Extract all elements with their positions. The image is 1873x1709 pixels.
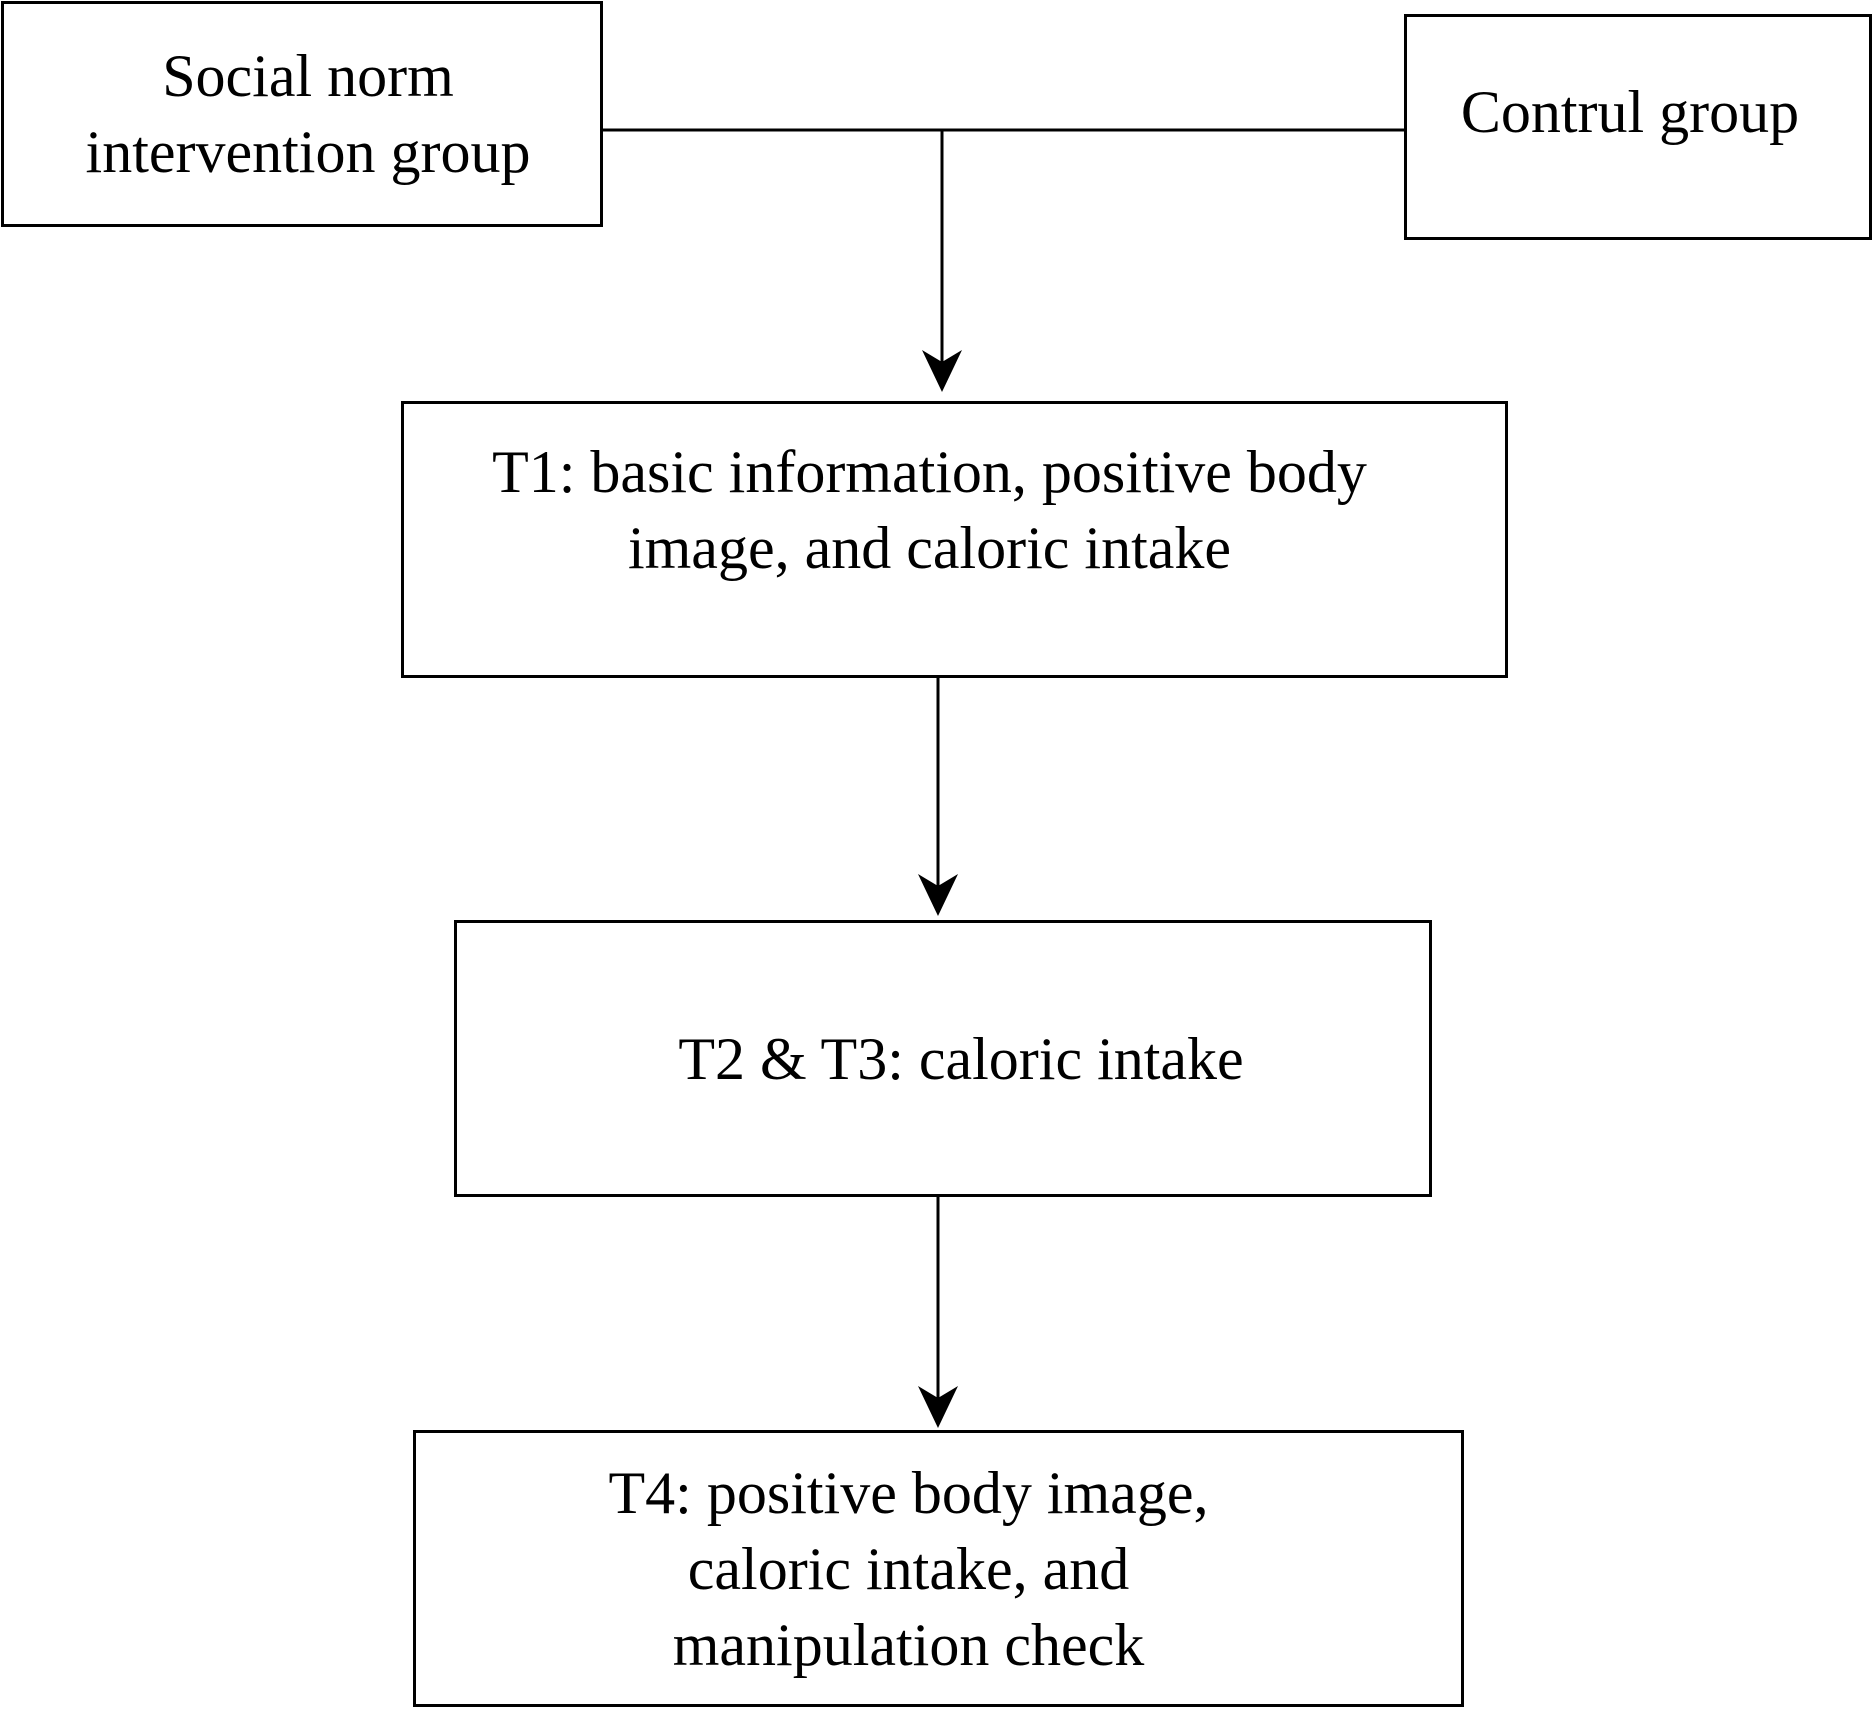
arrow-head-t2t3 xyxy=(918,874,958,916)
t2-t3-label: T2 & T3: caloric intake xyxy=(678,1025,1244,1092)
arrow-head-t4 xyxy=(918,1386,958,1428)
t1-box: T1: basic information, positive body ima… xyxy=(401,401,1508,678)
arrow-head-t1 xyxy=(922,350,962,392)
t4-label: T4: positive body image, caloric intake,… xyxy=(608,1459,1209,1678)
control-group-label: Contrul group xyxy=(1460,79,1800,145)
intervention-group-box: Social norm intervention group xyxy=(1,1,603,227)
t4-box: T4: positive body image, caloric intake,… xyxy=(413,1430,1464,1707)
t2-t3-box: T2 & T3: caloric intake xyxy=(454,920,1432,1197)
intervention-group-label: Social norm intervention group xyxy=(85,43,531,185)
t1-label: T1: basic information, positive body ima… xyxy=(492,438,1367,581)
control-group-box: Contrul group xyxy=(1404,14,1872,240)
